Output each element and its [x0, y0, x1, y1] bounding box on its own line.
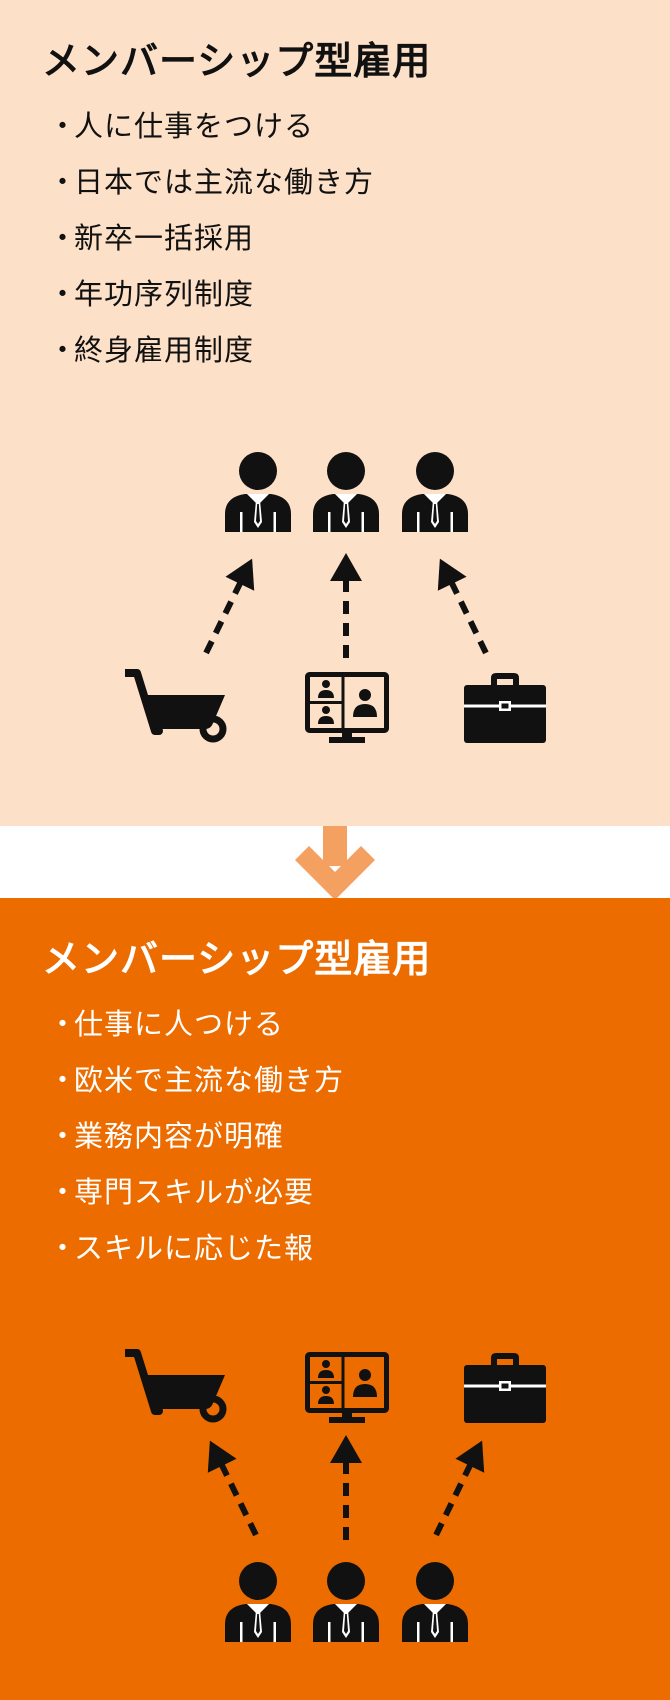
bottom-section-list: ・仕事に人つける ・欧米で主流な働き方 ・業務内容が明確 ・専門スキルが必要 ・…: [48, 1004, 344, 1284]
list-item: ・日本では主流な働き方: [48, 162, 374, 218]
list-item-text: 新卒一括採用: [74, 221, 255, 255]
list-item: ・スキルに応じた報: [48, 1228, 344, 1284]
bullet-marker: ・: [48, 221, 79, 255]
top-section-list: ・人に仕事をつける ・日本では主流な働き方 ・新卒一括採用 ・年功序列制度 ・終…: [48, 106, 374, 386]
bullet-marker: ・: [48, 1063, 79, 1097]
list-item-text: 業務内容が明確: [74, 1119, 285, 1153]
list-item: ・年功序列制度: [48, 274, 374, 330]
list-item-text: スキルに応じた報: [74, 1231, 315, 1265]
bullet-marker: ・: [48, 333, 79, 367]
bullet-marker: ・: [48, 1119, 79, 1153]
list-item: ・新卒一括採用: [48, 218, 374, 274]
bullet-marker: ・: [48, 165, 79, 199]
list-item: ・人に仕事をつける: [48, 106, 374, 162]
list-item: ・欧米で主流な働き方: [48, 1060, 344, 1116]
bullet-marker: ・: [48, 1175, 79, 1209]
businessman-icon: [311, 452, 381, 532]
businessman-icon: [400, 1562, 470, 1642]
dashed-arrow-icon: [328, 1435, 364, 1545]
wheelbarrow-icon: [125, 669, 229, 743]
businessman-icon: [223, 452, 293, 532]
list-item: ・業務内容が明確: [48, 1116, 344, 1172]
top-section-title: メンバーシップ型雇用: [42, 39, 432, 83]
list-item-text: 人に仕事をつける: [74, 109, 315, 143]
list-item-text: 年功序列制度: [74, 277, 255, 311]
list-item-text: 欧米で主流な働き方: [74, 1063, 345, 1097]
bottom-section-title: メンバーシップ型雇用: [42, 937, 432, 981]
list-item: ・仕事に人つける: [48, 1004, 344, 1060]
briefcase-icon: [463, 1350, 547, 1424]
list-item-text: 仕事に人つける: [74, 1007, 285, 1041]
businessman-icon: [400, 452, 470, 532]
list-item-text: 専門スキルが必要: [74, 1175, 315, 1209]
list-item-text: 終身雇用制度: [74, 333, 255, 367]
top-section: [0, 0, 670, 826]
briefcase-icon: [463, 670, 547, 744]
down-chevron-arrow-icon: [295, 826, 375, 902]
list-item: ・終身雇用制度: [48, 330, 374, 386]
dashed-arrow-icon: [328, 553, 364, 663]
video-conference-icon: [305, 672, 389, 744]
wheelbarrow-icon: [125, 1349, 229, 1423]
bullet-marker: ・: [48, 277, 79, 311]
businessman-icon: [223, 1562, 293, 1642]
bullet-marker: ・: [48, 109, 79, 143]
list-item: ・専門スキルが必要: [48, 1172, 344, 1228]
video-conference-icon: [305, 1352, 389, 1424]
list-item-text: 日本では主流な働き方: [74, 165, 375, 199]
bullet-marker: ・: [48, 1007, 79, 1041]
bullet-marker: ・: [48, 1231, 79, 1265]
businessman-icon: [311, 1562, 381, 1642]
